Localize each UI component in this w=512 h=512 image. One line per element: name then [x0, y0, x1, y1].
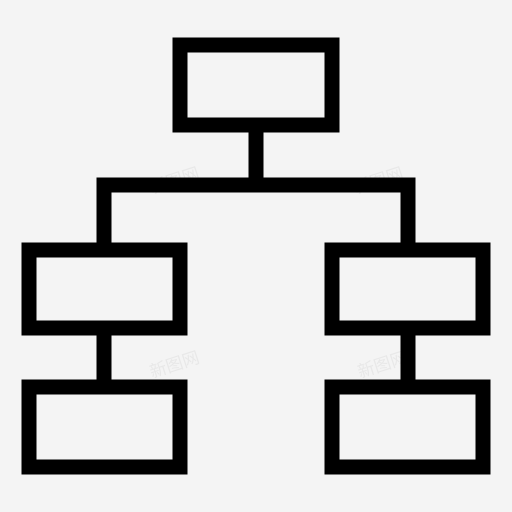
right-middle-node-box — [324, 242, 491, 336]
right-bottom-node-box — [324, 379, 491, 475]
left-middle-node-box — [21, 242, 188, 336]
left-bottom-node-box — [21, 379, 188, 475]
hierarchy-org-chart-icon — [21, 37, 491, 475]
root-node-box — [172, 37, 340, 133]
connector-branch — [96, 177, 416, 250]
